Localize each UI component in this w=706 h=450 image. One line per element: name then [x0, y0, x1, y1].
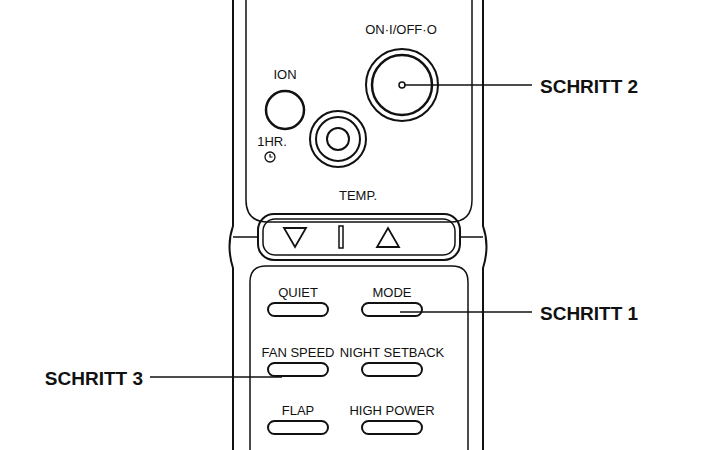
- button-label: QUIET: [278, 286, 318, 299]
- button-label: MODE: [373, 286, 412, 299]
- step-callout: SCHRITT 3: [45, 369, 143, 388]
- button-label: ION: [273, 68, 296, 81]
- step-callout: SCHRITT 1: [540, 304, 638, 323]
- button-label: NIGHT SETBACK: [340, 346, 445, 359]
- button-label: FAN SPEED: [262, 346, 335, 359]
- leader-line: [400, 311, 532, 312]
- step-callout: SCHRITT 2: [540, 77, 638, 96]
- section-label: TEMP.: [339, 189, 377, 202]
- button-label: 1HR.: [257, 135, 287, 148]
- button-label: ON·I/OFF·O: [365, 23, 437, 36]
- button-label: HIGH POWER: [349, 404, 434, 417]
- leader-line: [404, 84, 532, 85]
- leader-line: [150, 376, 282, 377]
- button-label: FLAP: [282, 404, 315, 417]
